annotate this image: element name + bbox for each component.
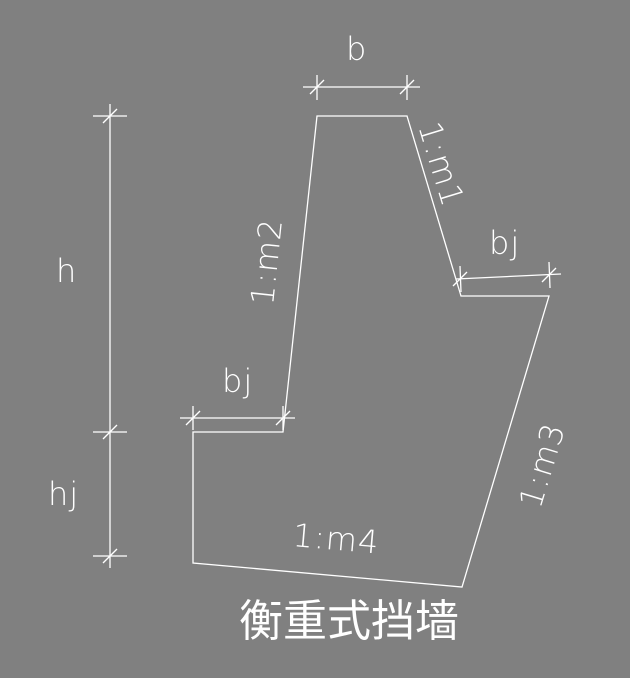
label-base-slope: 1:m4 [291, 516, 381, 561]
label-right-step-width: bj [489, 224, 520, 262]
dimension-left-step-width [180, 406, 295, 430]
dimension-right-step-width [452, 261, 562, 293]
label-top-width: b [346, 30, 367, 68]
label-footing-height: hj [48, 475, 79, 513]
label-left-slope: 1:m2 [243, 217, 290, 307]
dimension-heights [93, 104, 127, 568]
dimension-top-width [303, 75, 420, 100]
wall-outline [192, 115, 550, 588]
label-right-lower-slope: 1:m3 [511, 418, 573, 512]
label-left-step-width: bj [222, 362, 253, 400]
label-height: h [56, 252, 77, 290]
label-right-upper-slope: 1:m1 [410, 117, 472, 211]
caption: 衡重式挡墙 [239, 596, 459, 647]
